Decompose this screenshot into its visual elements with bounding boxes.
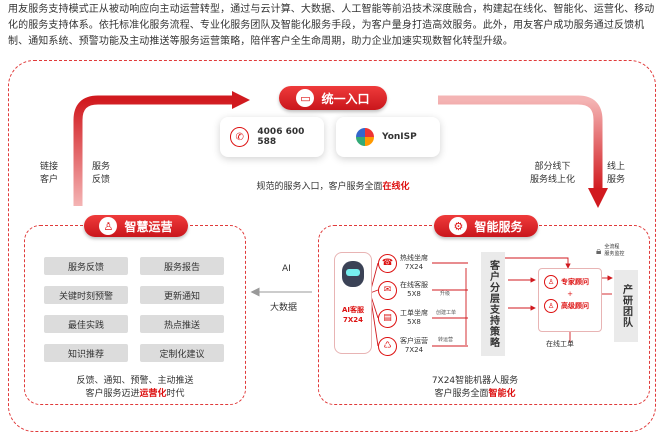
lock-icon: 🔒︎ <box>596 245 602 257</box>
left-up-arrow <box>73 95 232 206</box>
offline-to-online-label: 部分线下服务线上化 <box>530 162 576 185</box>
phone-icon: ✆ <box>230 127 250 147</box>
yonisp-card[interactable]: YonISP <box>336 117 440 157</box>
ops-item-update[interactable]: 更新通知 <box>140 286 224 304</box>
robot-label: AI客服 <box>341 306 365 314</box>
bigdata-label: 大数据 <box>270 303 298 313</box>
monitor-icon: ▭ <box>296 89 315 107</box>
smart-operations-title: ♙ 智慧运营 <box>84 215 188 237</box>
ops-item-custom-advice[interactable]: 定制化建议 <box>140 344 224 362</box>
consultant-panel: ♙专家顾问 + ♙高级顾问 <box>538 268 602 332</box>
plus-sign: + <box>567 290 573 298</box>
operations-icon: ♺ <box>378 336 397 356</box>
service-feedback-label: 服务反馈 <box>92 162 111 185</box>
link-customer-label: 链接客户 <box>40 162 59 185</box>
robot-icon <box>342 261 364 287</box>
to-operations-label: 转运营 <box>438 337 454 343</box>
unified-caption: 规范的服务入口，客户服务全面在线化 <box>256 182 410 192</box>
chat-icon: ✉ <box>378 280 397 300</box>
online-ticket-label: 在线工单 <box>546 340 574 348</box>
ticket-icon: ▤ <box>378 308 397 328</box>
headset-icon: ☎ <box>378 253 397 273</box>
robot-hours: 7X24 <box>342 316 363 324</box>
expert-consultant: 专家顾问 <box>561 278 589 286</box>
senior-consultant: 高级顾问 <box>561 302 589 310</box>
tiered-strategy-box: 客户分层支持策略 <box>481 252 505 356</box>
right-down-arrow <box>438 95 603 190</box>
create-ticket-label: 创建工单 <box>436 310 457 316</box>
ops-item-hot-push[interactable]: 热点推送 <box>140 315 224 333</box>
online-service-label: 线上服务 <box>607 162 626 185</box>
expert-icon: ♙ <box>544 275 558 289</box>
ops-item-alert[interactable]: 关键时刻预警 <box>44 286 128 304</box>
upgrade-label: 升级 <box>440 291 451 297</box>
senior-icon: ♙ <box>544 299 558 313</box>
ops-item-feedback[interactable]: 服务反馈 <box>44 257 128 275</box>
ops-item-report[interactable]: 服务报告 <box>140 257 224 275</box>
monitor-badge: 🔒︎ 全流程服务监控 <box>596 244 625 257</box>
smart-service-title: ⚙ 智能服务 <box>434 215 538 237</box>
yonisp-logo-icon <box>356 128 374 146</box>
ops-item-best-practice[interactable]: 最佳实践 <box>44 315 128 333</box>
rd-team-box: 产研团队 <box>614 270 638 342</box>
ai-label: AI <box>282 264 291 274</box>
yonisp-label: YonISP <box>382 132 417 142</box>
unified-entrance-title: ▭ 统一入口 <box>279 86 387 110</box>
intro-paragraph: 用友服务支持模式正从被动响应向主动运营转型，通过与云计算、大数据、人工智能等前沿… <box>8 4 655 47</box>
hotline-card[interactable]: ✆ 4006 600 588 <box>220 117 324 157</box>
user-icon: ♙ <box>99 217 118 235</box>
ops-item-knowledge[interactable]: 知识推荐 <box>44 344 128 362</box>
smart-caption: 7X24智能机器人服务 客户服务全面智能化 <box>431 376 519 399</box>
hotline-number: 4006 600 588 <box>257 127 305 147</box>
architecture-frame <box>8 60 656 432</box>
ops-caption: 反馈、通知、预警、主动推送 客户服务迈进运营化时代 <box>76 376 194 399</box>
ai-brain-icon: ⚙ <box>449 217 468 235</box>
ai-robot-panel: AI客服 7X24 <box>334 252 372 354</box>
